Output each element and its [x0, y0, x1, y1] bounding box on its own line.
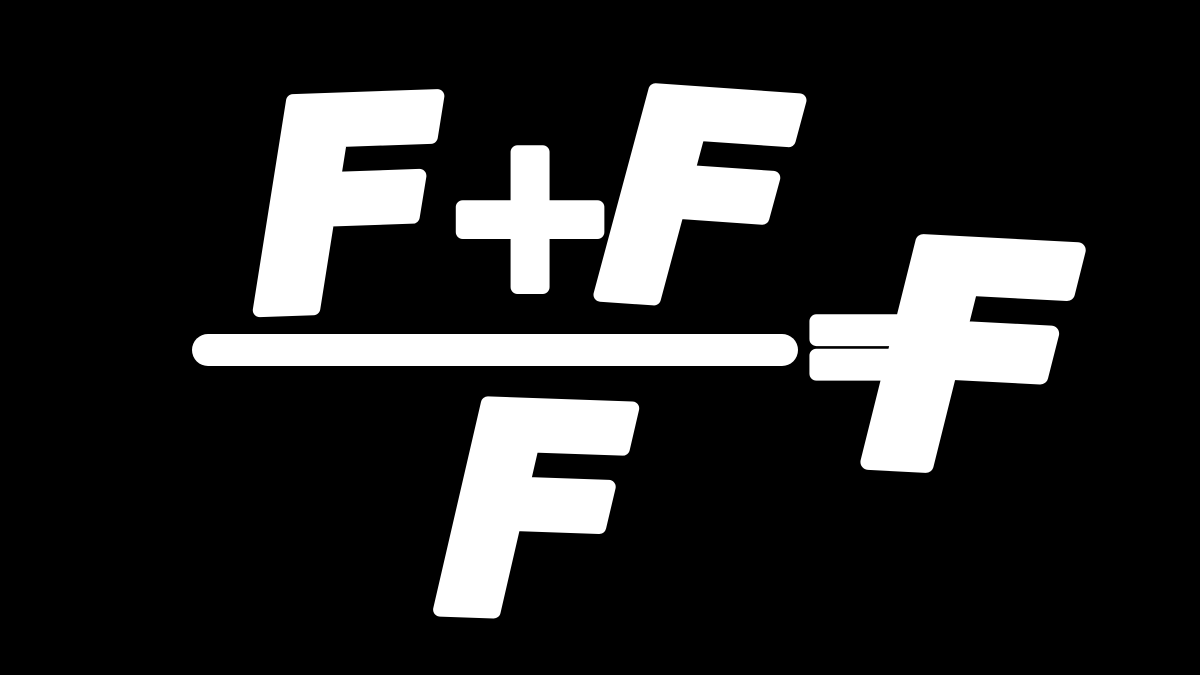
- result-letter: F: [858, 179, 1085, 544]
- equals-sign: =: [800, 252, 930, 433]
- plus-sign: +: [440, 87, 620, 338]
- denominator-letter: F: [432, 346, 638, 675]
- numerator-right-letter: F: [590, 31, 807, 376]
- numerator-left-letter: F: [245, 40, 451, 379]
